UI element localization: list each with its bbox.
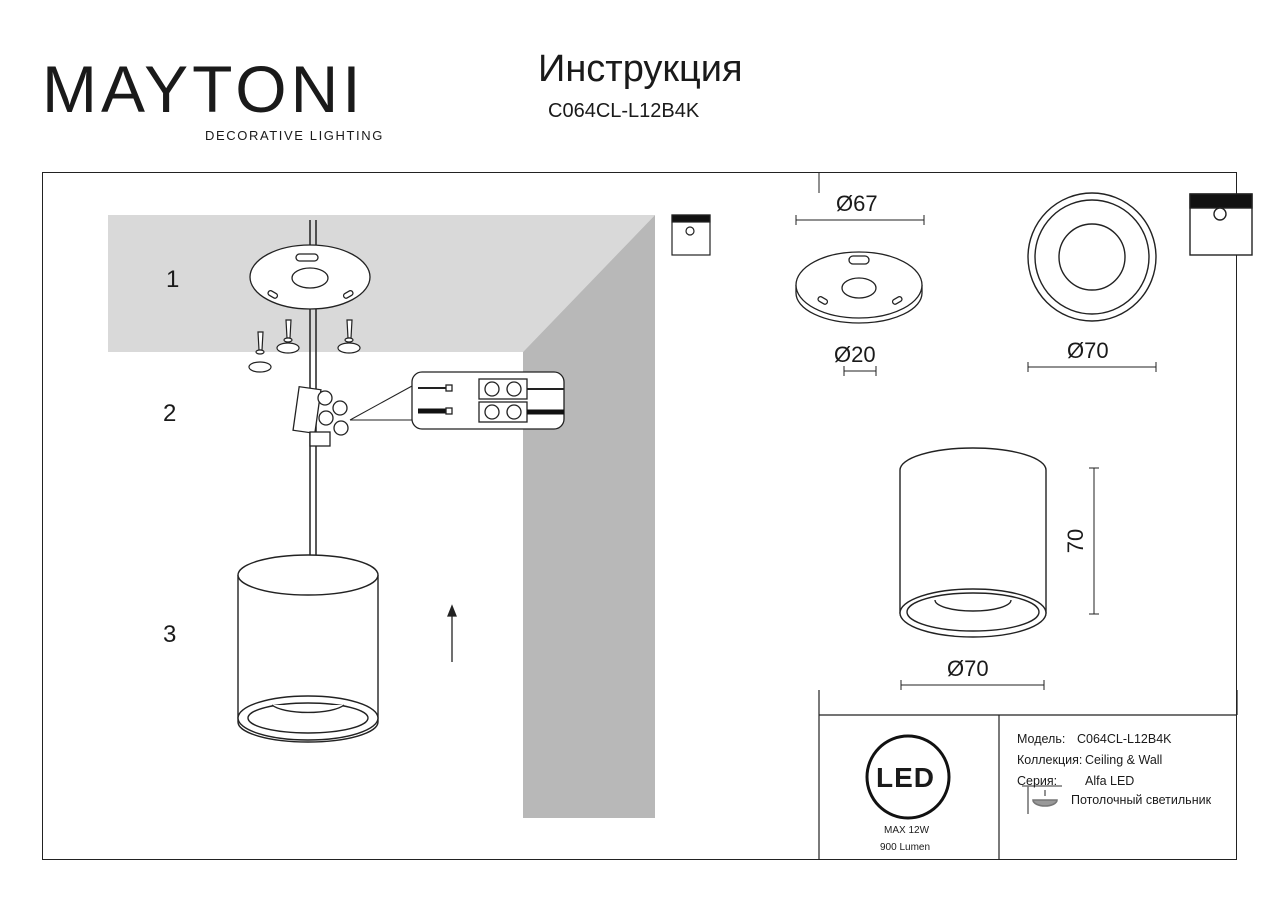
- mount-plate-drawing: [795, 251, 923, 324]
- brand-logo: MAYTONI: [42, 52, 365, 126]
- up-arrow-icon: [447, 604, 457, 662]
- dimension-line-top: [1027, 362, 1157, 372]
- brand-tagline: DECORATIVE LIGHTING: [205, 128, 384, 143]
- spec-series-label: Серия:: [1017, 774, 1058, 788]
- led-badge-label: LED: [876, 762, 935, 793]
- step-number-3: 3: [163, 621, 177, 648]
- step-number-2: 2: [163, 400, 177, 427]
- ceiling-mount-icon: [671, 214, 711, 256]
- ceiling-lamp-icon: [1022, 785, 1062, 814]
- dimension-line-height: [1089, 467, 1099, 615]
- spec-model-label: Модель:: [1017, 732, 1066, 746]
- dimension-hole-diameter: Ø20: [834, 342, 876, 367]
- dimension-line-mount: [795, 215, 925, 225]
- dimension-top-diameter: Ø70: [1067, 338, 1109, 363]
- document-model: C064CL-L12B4K: [548, 100, 700, 122]
- spec-collection-value: Ceiling & Wall: [1085, 753, 1163, 767]
- spec-collection-label: Коллекция:: [1017, 753, 1083, 767]
- terminal-detail: [411, 371, 565, 430]
- badge-lumen: 900 Lumen: [880, 842, 931, 853]
- document-title: Инструкция: [538, 48, 743, 90]
- ceiling-mount-icon: [1189, 193, 1253, 256]
- side-view-drawing: [899, 447, 1047, 638]
- dimension-mount-diameter: Ø67: [836, 191, 878, 216]
- step-number-1: 1: [166, 266, 180, 293]
- wall-area: [523, 215, 655, 818]
- instruction-frame: [42, 172, 1237, 860]
- spec-type-value: Потолочный светильник: [1071, 793, 1212, 807]
- dimension-body-diameter: Ø70: [947, 656, 989, 681]
- dimension-line-body: [900, 680, 1045, 690]
- terminal-block-icon: [292, 385, 349, 447]
- top-view-drawing: [1027, 192, 1157, 322]
- ceiling-area: [108, 215, 655, 352]
- led-badge: [865, 734, 951, 820]
- badge-power: MAX 12W: [884, 825, 930, 836]
- spec-series-value: Alfa LED: [1085, 774, 1135, 788]
- dimension-line-hole: [843, 366, 877, 376]
- spec-model-value: C064CL-L12B4K: [1077, 732, 1172, 746]
- lamp-body: [237, 554, 379, 743]
- screw-icon: [248, 319, 361, 373]
- mounting-plate: [249, 244, 371, 310]
- dimension-height: 70: [1063, 528, 1089, 554]
